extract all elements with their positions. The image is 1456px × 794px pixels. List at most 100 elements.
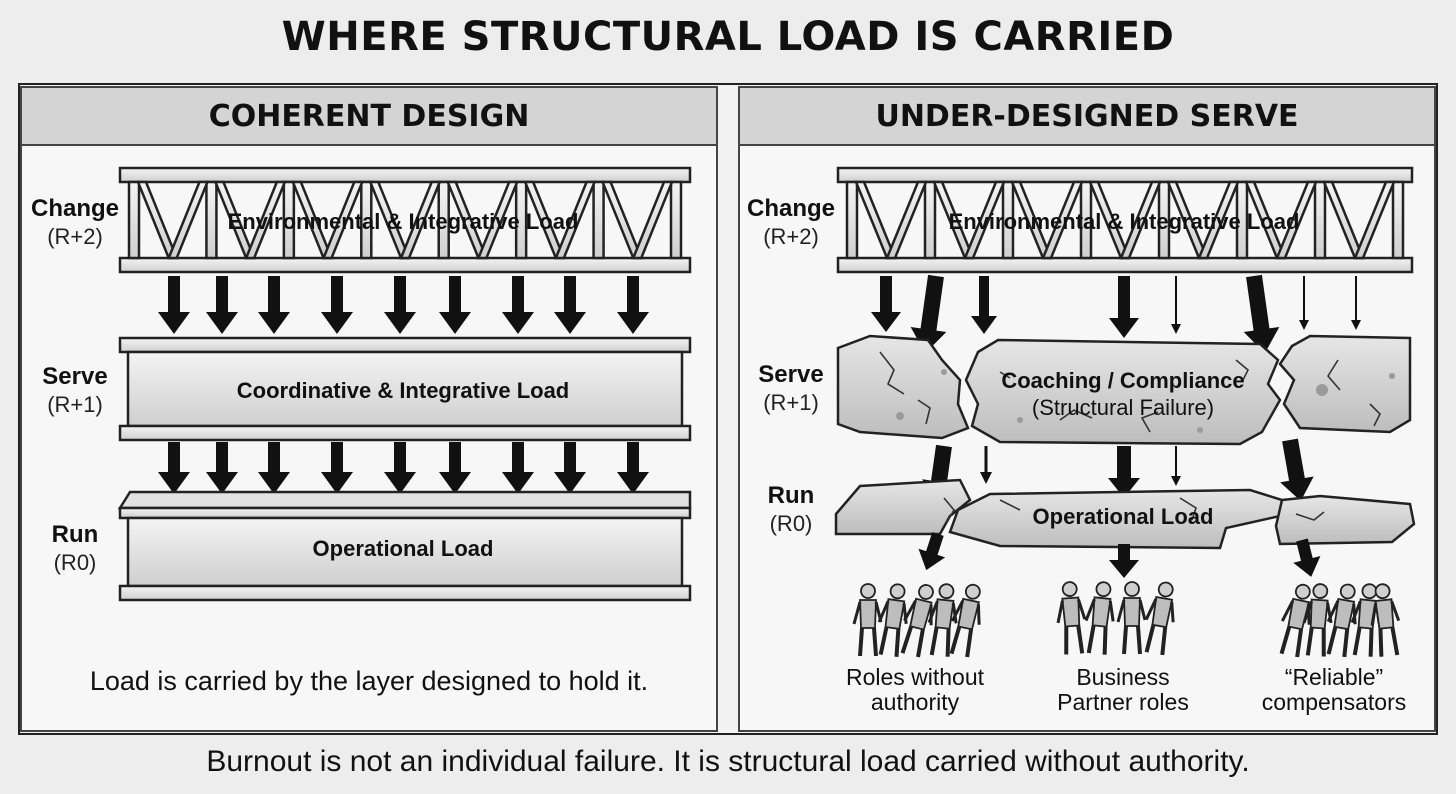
left-layer-labels: Change (R+2) Serve (R+1) Run (R0) bbox=[31, 195, 119, 575]
right-serve-slab-cracked bbox=[836, 334, 1412, 446]
right-serve-load-label: Coaching / Compliance bbox=[1001, 368, 1244, 393]
right-run-code: (R0) bbox=[770, 511, 813, 536]
right-run-label: Run bbox=[768, 482, 815, 509]
truss-post bbox=[1001, 180, 1015, 260]
person-legs bbox=[949, 626, 974, 658]
truss-diagonal bbox=[244, 180, 287, 260]
person-legs bbox=[1326, 626, 1350, 658]
person-arms bbox=[1116, 599, 1147, 623]
group-3-label-line2: compensators bbox=[1262, 689, 1406, 715]
truss-post bbox=[1391, 180, 1405, 260]
truss-post bbox=[923, 180, 937, 260]
person-head bbox=[860, 583, 876, 599]
left-run-beam bbox=[117, 490, 692, 602]
truss-diagonal bbox=[885, 180, 928, 260]
truss-post bbox=[514, 180, 528, 260]
truss-diagonal bbox=[476, 180, 519, 260]
left-change-load-label: Environmental & Integrative Load bbox=[228, 209, 579, 234]
load-arrow bbox=[1293, 538, 1321, 577]
left-run-code: (R0) bbox=[54, 550, 97, 575]
person-torso bbox=[1061, 596, 1081, 628]
truss-post bbox=[205, 180, 218, 260]
left-arrows-change-to-serve bbox=[158, 276, 649, 334]
right-serve-code: (R+1) bbox=[763, 390, 819, 415]
left-serve-code: (R+1) bbox=[47, 392, 103, 417]
light-load-arrow bbox=[1171, 276, 1181, 334]
person-figure bbox=[1084, 581, 1115, 655]
truss-diagonal bbox=[1353, 180, 1396, 260]
right-run-load-label: Operational Load bbox=[1033, 504, 1214, 529]
load-arrow bbox=[158, 442, 190, 494]
heavy-load-arrow bbox=[1280, 438, 1314, 502]
truss-post bbox=[592, 180, 605, 260]
person-figure bbox=[927, 583, 958, 657]
person-head bbox=[889, 583, 906, 600]
load-arrow bbox=[206, 276, 238, 334]
coherent-design-caption: Load is carried by the layer designed to… bbox=[89, 666, 649, 696]
person-legs bbox=[858, 627, 878, 657]
person-head bbox=[1312, 583, 1329, 599]
load-arrow bbox=[554, 442, 586, 494]
load-arrow bbox=[321, 442, 353, 494]
load-arrow bbox=[871, 276, 901, 332]
truss-diagonal bbox=[554, 180, 597, 260]
group-1-label-line2: authority bbox=[871, 689, 960, 715]
person-legs bbox=[1064, 625, 1085, 655]
group-2-label-line1: Business bbox=[1076, 664, 1169, 690]
right-change-code: (R+2) bbox=[763, 224, 819, 249]
truss-diagonal bbox=[321, 180, 365, 260]
person-arms bbox=[1056, 599, 1087, 624]
light-load-arrow bbox=[1351, 276, 1361, 330]
truss-diagonal bbox=[1197, 180, 1240, 260]
under-designed-serve-heading: UNDER-DESIGNED SERVE bbox=[740, 88, 1434, 146]
heavy-load-arrow bbox=[910, 274, 947, 354]
person-legs bbox=[929, 627, 951, 657]
load-arrow bbox=[384, 276, 416, 334]
person-figure bbox=[1370, 583, 1401, 657]
person-figure bbox=[1056, 581, 1087, 655]
person-figure bbox=[1144, 581, 1175, 656]
load-arrow bbox=[258, 276, 290, 334]
right-serve-failure-note: (Structural Failure) bbox=[1032, 395, 1214, 420]
person-head bbox=[1061, 581, 1078, 597]
left-change-truss bbox=[118, 166, 692, 274]
person-arms bbox=[1144, 598, 1175, 623]
group-2-label-line2: Partner roles bbox=[1057, 689, 1189, 715]
load-arrow bbox=[439, 276, 471, 334]
person-figure bbox=[900, 584, 934, 658]
truss-post bbox=[1079, 180, 1093, 260]
left-change-code: (R+2) bbox=[47, 224, 103, 249]
load-arrow bbox=[502, 442, 534, 494]
truss-post bbox=[360, 180, 373, 260]
person-head bbox=[1157, 581, 1174, 598]
right-arrows-change-to-serve bbox=[871, 274, 1361, 354]
person-torso bbox=[1309, 598, 1329, 630]
person-head bbox=[918, 584, 934, 600]
light-load-arrow bbox=[1299, 276, 1309, 330]
person-arms bbox=[927, 600, 958, 624]
load-arrow bbox=[617, 442, 649, 494]
right-serve-label: Serve bbox=[758, 361, 823, 388]
person-head bbox=[964, 583, 981, 600]
person-head bbox=[938, 583, 955, 600]
person-legs bbox=[1279, 626, 1304, 658]
light-load-arrow bbox=[1171, 446, 1181, 486]
load-arrow bbox=[502, 276, 534, 334]
right-change-truss bbox=[836, 166, 1414, 274]
group-3-label-line1: “Reliable” bbox=[1285, 664, 1383, 690]
person-head bbox=[1374, 583, 1391, 600]
person-figure bbox=[1302, 583, 1333, 657]
truss-diagonal bbox=[1041, 180, 1084, 260]
person-legs bbox=[1378, 627, 1400, 657]
left-run-label: Run bbox=[52, 521, 99, 548]
truss-diagonal bbox=[1322, 180, 1365, 260]
truss-diagonal bbox=[399, 180, 442, 260]
load-arrow bbox=[1108, 446, 1140, 498]
person-legs bbox=[1122, 625, 1142, 655]
truss-post bbox=[845, 180, 859, 260]
person-legs bbox=[1086, 625, 1108, 655]
truss-diagonal bbox=[854, 180, 897, 260]
truss-post bbox=[1235, 180, 1249, 260]
truss-diagonal bbox=[963, 180, 1006, 260]
